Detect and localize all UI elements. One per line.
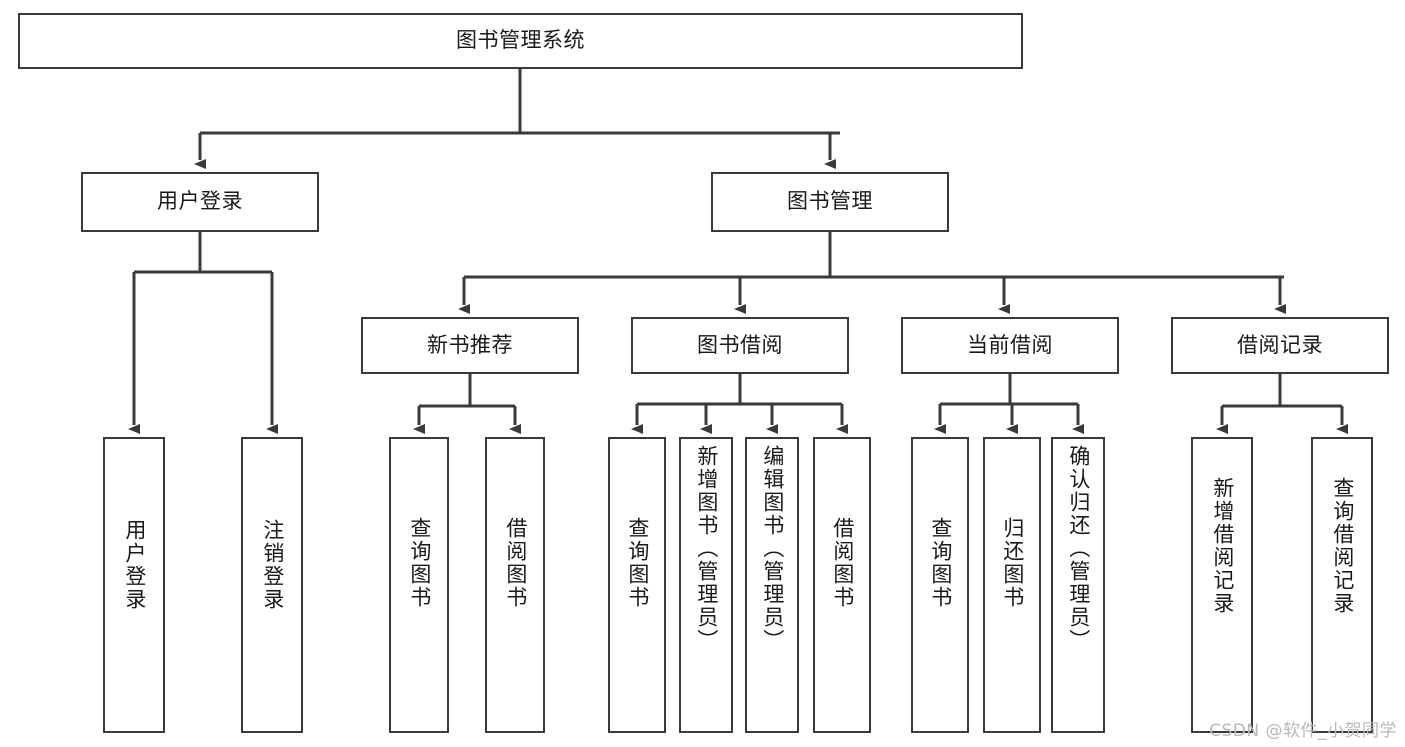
node-leaf-confirm-return-admin-label: 确认归还（管理员） (1066, 445, 1091, 652)
node-current-borrow-label: 当前借阅 (967, 332, 1053, 357)
node-leaf-user-logout-label: 注销登录 (260, 519, 285, 611)
node-leaf-add-book-admin-label: 新增图书（管理员） (694, 445, 719, 652)
node-leaf-borrow-book-1[interactable]: 借阅图书 (485, 437, 545, 733)
node-leaf-query-book-3-label: 查询图书 (928, 517, 953, 609)
node-book-borrow[interactable]: 图书借阅 (631, 317, 849, 374)
node-user-login-label: 用户登录 (157, 189, 243, 214)
node-leaf-confirm-return-admin[interactable]: 确认归还（管理员） (1051, 437, 1105, 733)
node-book-manage[interactable]: 图书管理 (711, 172, 949, 232)
node-leaf-query-borrow-record[interactable]: 查询借阅记录 (1311, 437, 1373, 733)
node-leaf-user-logout[interactable]: 注销登录 (241, 437, 303, 733)
node-leaf-add-borrow-record[interactable]: 新增借阅记录 (1191, 437, 1253, 733)
node-leaf-query-book-3[interactable]: 查询图书 (911, 437, 969, 733)
node-leaf-query-book-2-label: 查询图书 (625, 517, 650, 609)
node-current-borrow[interactable]: 当前借阅 (901, 317, 1119, 374)
node-user-login[interactable]: 用户登录 (81, 172, 319, 232)
node-root-label: 图书管理系统 (456, 28, 585, 53)
node-leaf-borrow-book-1-label: 借阅图书 (503, 517, 528, 609)
node-leaf-add-book-admin[interactable]: 新增图书（管理员） (679, 437, 733, 733)
node-book-borrow-label: 图书借阅 (697, 332, 783, 357)
node-leaf-query-borrow-record-label: 查询借阅记录 (1330, 477, 1355, 615)
node-leaf-edit-book-admin[interactable]: 编辑图书（管理员） (745, 437, 799, 733)
node-leaf-borrow-book-2-label: 借阅图书 (830, 517, 855, 609)
node-book-manage-label: 图书管理 (787, 189, 873, 214)
node-new-book-recommend-label: 新书推荐 (427, 332, 513, 357)
node-leaf-query-book-2[interactable]: 查询图书 (608, 437, 666, 733)
node-root[interactable]: 图书管理系统 (18, 13, 1023, 69)
node-leaf-return-book-label: 归还图书 (1000, 517, 1025, 609)
node-leaf-query-book-1-label: 查询图书 (407, 517, 432, 609)
node-borrow-record[interactable]: 借阅记录 (1171, 317, 1389, 374)
node-leaf-return-book[interactable]: 归还图书 (983, 437, 1041, 733)
node-borrow-record-label: 借阅记录 (1237, 332, 1323, 357)
node-leaf-user-login[interactable]: 用户登录 (103, 437, 165, 733)
csdn-watermark: CSDN @软件_小贺同学 (1209, 721, 1397, 741)
node-leaf-borrow-book-2[interactable]: 借阅图书 (813, 437, 871, 733)
node-leaf-edit-book-admin-label: 编辑图书（管理员） (760, 445, 785, 652)
node-leaf-user-login-label: 用户登录 (122, 519, 147, 611)
node-leaf-add-borrow-record-label: 新增借阅记录 (1210, 477, 1235, 615)
node-new-book-recommend[interactable]: 新书推荐 (361, 317, 579, 374)
node-leaf-query-book-1[interactable]: 查询图书 (389, 437, 449, 733)
